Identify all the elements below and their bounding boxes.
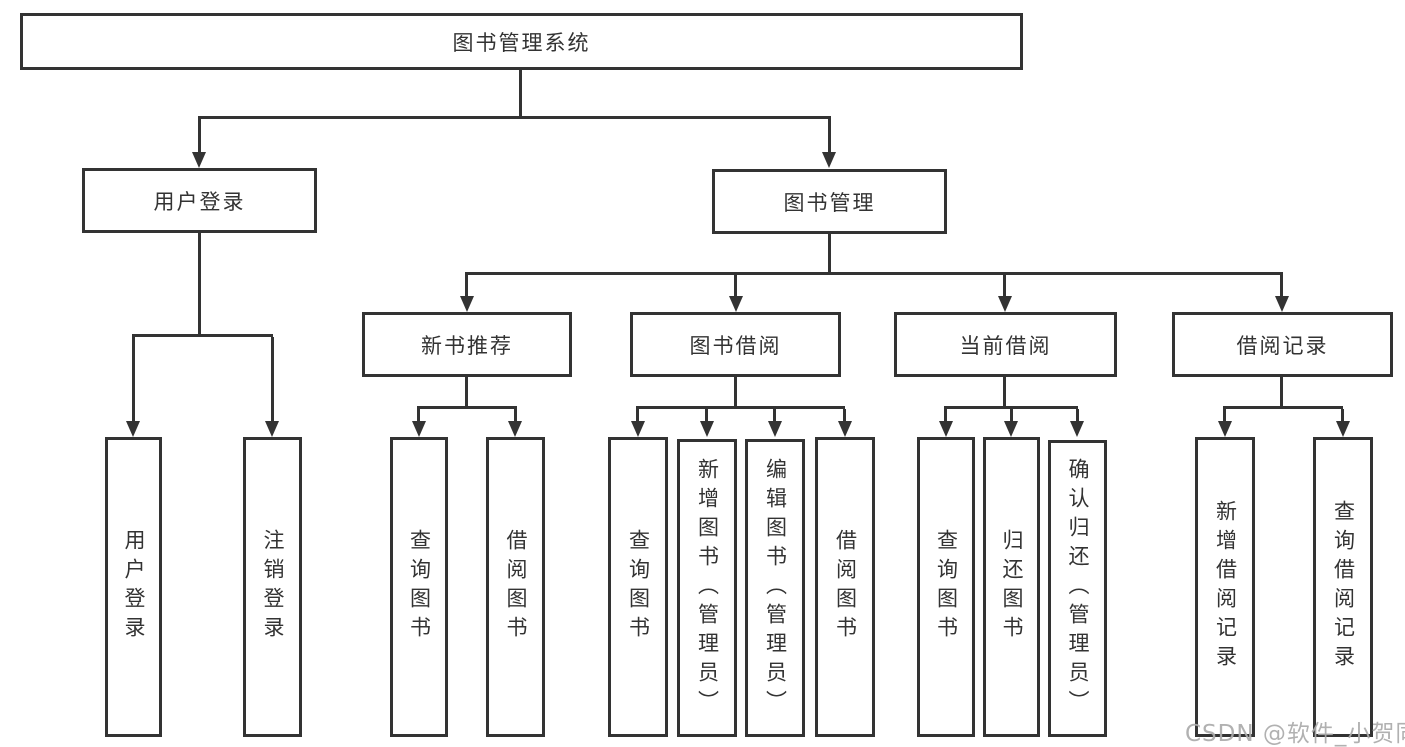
connector-line xyxy=(1280,377,1283,406)
connector-line xyxy=(843,409,846,421)
node-current-borrow: 当前借阅 xyxy=(894,312,1117,377)
leaf-user-login: 用户登录 xyxy=(105,437,162,737)
arrow-down-icon xyxy=(1336,421,1350,437)
leaf-borrow-book-newrec: 借阅图书 xyxy=(486,437,545,737)
arrow-down-icon xyxy=(1004,421,1018,437)
connector-line xyxy=(465,272,1283,275)
leaf-query-book-borrow: 查询图书 xyxy=(608,437,668,737)
connector-line xyxy=(734,275,737,296)
arrow-down-icon xyxy=(460,296,474,312)
connector-line xyxy=(132,334,273,337)
node-new-book-recommend: 新书推荐 xyxy=(362,312,572,377)
connector-line xyxy=(705,409,708,421)
connector-line xyxy=(198,116,831,119)
arrow-down-icon xyxy=(508,421,522,437)
node-borrow-records: 借阅记录 xyxy=(1172,312,1393,377)
arrow-down-icon xyxy=(768,421,782,437)
node-user-login: 用户登录 xyxy=(82,168,317,233)
leaf-confirm-return-admin: 确认归还（管理员） xyxy=(1048,440,1107,737)
connector-line xyxy=(944,406,1078,409)
arrow-down-icon xyxy=(700,421,714,437)
leaf-query-borrow-record: 查询借阅记录 xyxy=(1313,437,1373,737)
connector-line xyxy=(1010,409,1013,421)
connector-line xyxy=(636,409,639,421)
leaf-logout: 注销登录 xyxy=(243,437,302,737)
connector-line xyxy=(465,275,468,296)
leaf-add-book-admin: 新增图书（管理员） xyxy=(677,439,737,737)
connector-line xyxy=(773,409,776,421)
connector-line xyxy=(828,116,831,152)
connector-line xyxy=(1223,406,1343,409)
node-book-borrow: 图书借阅 xyxy=(630,312,841,377)
watermark: CSDN @软件_小贺同学 xyxy=(1185,721,1405,747)
arrow-down-icon xyxy=(729,296,743,312)
connector-line xyxy=(734,377,737,406)
arrow-down-icon xyxy=(1275,296,1289,312)
leaf-query-book-current: 查询图书 xyxy=(917,437,975,737)
connector-line xyxy=(271,337,274,421)
arrow-down-icon xyxy=(939,421,953,437)
connector-line xyxy=(828,234,831,275)
leaf-add-borrow-record: 新增借阅记录 xyxy=(1195,437,1255,737)
node-root: 图书管理系统 xyxy=(20,13,1023,70)
connector-line xyxy=(944,409,947,421)
connector-line xyxy=(519,70,522,119)
arrow-down-icon xyxy=(822,152,836,168)
connector-line xyxy=(636,406,845,409)
connector-line xyxy=(1003,275,1006,296)
connector-line xyxy=(1341,409,1344,421)
arrow-down-icon xyxy=(838,421,852,437)
connector-line xyxy=(1076,409,1079,421)
arrow-down-icon xyxy=(192,152,206,168)
arrow-down-icon xyxy=(126,421,140,437)
leaf-return-book: 归还图书 xyxy=(983,437,1040,737)
connector-line xyxy=(1280,275,1283,296)
arrow-down-icon xyxy=(1070,421,1084,437)
connector-line xyxy=(1223,409,1226,421)
connector-line xyxy=(465,377,468,406)
connector-line xyxy=(198,116,201,152)
node-book-management: 图书管理 xyxy=(712,169,947,234)
leaf-borrow-book-borrow: 借阅图书 xyxy=(815,437,875,737)
connector-line xyxy=(132,337,135,421)
connector-line xyxy=(514,409,517,421)
arrow-down-icon xyxy=(265,421,279,437)
connector-line xyxy=(198,233,201,337)
arrow-down-icon xyxy=(412,421,426,437)
arrow-down-icon xyxy=(631,421,645,437)
connector-line xyxy=(417,409,420,421)
leaf-query-book-newrec: 查询图书 xyxy=(390,437,448,737)
connector-line xyxy=(1003,377,1006,406)
arrow-down-icon xyxy=(1218,421,1232,437)
leaf-edit-book-admin: 编辑图书（管理员） xyxy=(745,439,805,737)
arrow-down-icon xyxy=(998,296,1012,312)
connector-line xyxy=(417,406,517,409)
